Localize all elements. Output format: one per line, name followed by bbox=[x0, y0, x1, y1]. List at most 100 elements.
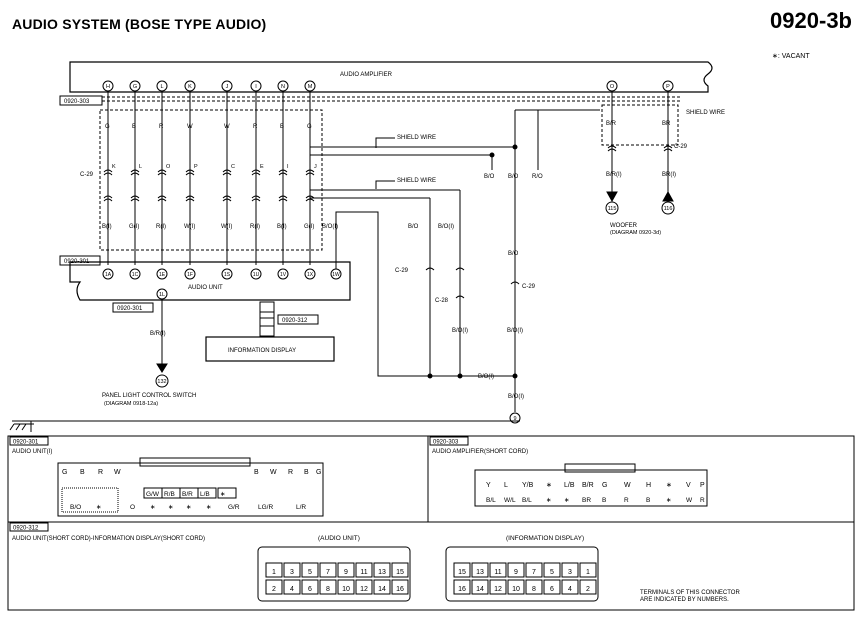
pin-cell bbox=[337, 579, 355, 595]
terminals-note: ARE INDICATED BY NUMBERS. bbox=[640, 597, 729, 603]
unit-terminal-label: 1W bbox=[332, 272, 340, 278]
pin-number: 16 bbox=[396, 586, 404, 593]
info-connector bbox=[259, 301, 275, 337]
lower-wire-label: B/O(I) bbox=[322, 224, 338, 230]
pin-label: P bbox=[700, 482, 705, 489]
pin-cell bbox=[283, 579, 301, 595]
shield-leader bbox=[375, 137, 395, 148]
connector-mark bbox=[222, 195, 232, 202]
right-wire-label: BR(I) bbox=[662, 172, 676, 178]
c29-pin-label: K bbox=[112, 164, 116, 170]
pin-label: W bbox=[270, 469, 277, 476]
connector-mark bbox=[130, 195, 140, 202]
amp-terminal-label: N bbox=[281, 84, 285, 90]
pin-label: B/R bbox=[182, 491, 193, 498]
information-display-box bbox=[205, 336, 335, 362]
pin-label: R bbox=[700, 497, 705, 504]
connector-mark bbox=[455, 295, 465, 299]
pin-label: ∗ bbox=[220, 491, 225, 498]
pin-label: R bbox=[98, 469, 103, 476]
pin-cell bbox=[337, 562, 355, 578]
pin-cell bbox=[489, 562, 507, 578]
hatched-area bbox=[61, 487, 119, 513]
c29-label: C-29 bbox=[522, 284, 536, 290]
pin-cell bbox=[265, 579, 283, 595]
unit-terminal-1U bbox=[250, 268, 262, 280]
woofer-arrow bbox=[606, 191, 618, 203]
shield-wire-label: SHIELD WIRE bbox=[397, 135, 436, 141]
connector-mark bbox=[425, 267, 465, 271]
connector-ref: 0920-303 bbox=[433, 440, 459, 446]
wire-color-label: B bbox=[132, 124, 136, 130]
pin-label: ∗ bbox=[168, 504, 173, 511]
audio-amplifier-body bbox=[69, 61, 713, 93]
unit-ref-box bbox=[59, 255, 101, 266]
amplifier-connector bbox=[474, 469, 708, 507]
amp-terminal-label: P bbox=[666, 84, 670, 90]
pin-cell bbox=[301, 562, 319, 578]
unit-terminal-1V bbox=[277, 268, 289, 280]
pin-number: 10 bbox=[512, 586, 520, 593]
unit-terminal-1A bbox=[102, 268, 114, 280]
c29-pin-label: I bbox=[287, 164, 289, 170]
connector-mark bbox=[305, 169, 315, 176]
pin-cell bbox=[489, 579, 507, 595]
connector-mark bbox=[130, 169, 140, 176]
woofer-node-label: 116 bbox=[664, 206, 673, 212]
pin-label: G bbox=[62, 469, 67, 476]
junction bbox=[457, 373, 463, 379]
bo-label: B/O(I) bbox=[438, 224, 454, 230]
connector-title: AUDIO UNIT(I) bbox=[12, 449, 52, 455]
connector-mark bbox=[663, 145, 673, 152]
amp-terminal-label: K bbox=[188, 84, 192, 90]
pin-label: V bbox=[686, 482, 691, 489]
connector-mark bbox=[185, 195, 195, 202]
bo-label: B/O(I) bbox=[507, 328, 523, 334]
diagram-code: 0920-3b bbox=[770, 8, 852, 33]
pin-label: W bbox=[624, 482, 631, 489]
pin-cell bbox=[543, 562, 561, 578]
pin-label: ∗ bbox=[546, 482, 552, 489]
pin-label: B bbox=[80, 469, 85, 476]
pin-number: 9 bbox=[344, 569, 348, 576]
connector-mark bbox=[278, 195, 288, 202]
audio-unit-short-cord-body bbox=[257, 546, 411, 602]
bo-label: B/O(I) bbox=[508, 394, 524, 400]
audio-amplifier-label: AUDIO AMPLIFIER bbox=[340, 72, 393, 78]
pin-label: G/R bbox=[228, 504, 240, 511]
pin-label: B/L bbox=[522, 497, 532, 504]
pin-label: LG/R bbox=[258, 504, 273, 511]
unit-terminal-label: 1F bbox=[187, 272, 193, 278]
connector-mark bbox=[157, 169, 167, 176]
woofer-label: WOOFER bbox=[610, 223, 638, 229]
pin-number: 16 bbox=[458, 586, 466, 593]
c29-label: C-29 bbox=[674, 144, 688, 150]
pin-label: B bbox=[646, 497, 650, 504]
c29-label: C-29 bbox=[80, 172, 94, 178]
connector-mark bbox=[251, 169, 261, 176]
pin-cell bbox=[373, 562, 391, 578]
wire-color-label: G bbox=[105, 124, 110, 130]
bo-label: B/O(I) bbox=[478, 374, 494, 380]
pin-label: B bbox=[304, 469, 309, 476]
pin-cell bbox=[561, 579, 579, 595]
pin-number: 11 bbox=[360, 569, 367, 576]
unit-terminal-label: 1C bbox=[132, 272, 139, 278]
bo-label: R/O bbox=[532, 174, 543, 180]
pin-label: W bbox=[686, 497, 693, 504]
pin-cell bbox=[373, 579, 391, 595]
pin-number: 6 bbox=[550, 586, 554, 593]
connector-mark bbox=[185, 169, 195, 176]
unit-terminal-label: 1V bbox=[280, 272, 287, 278]
shield-dashed bbox=[601, 104, 679, 146]
right-wire-label: B/R(I) bbox=[606, 172, 622, 178]
connector-panel bbox=[7, 435, 855, 611]
ground-node bbox=[509, 412, 521, 424]
panel-arrow bbox=[156, 363, 168, 373]
pin-cell bbox=[197, 487, 217, 499]
connector-mark bbox=[103, 169, 113, 176]
c29-pin-label: P bbox=[194, 164, 198, 170]
pin-label: ∗ bbox=[666, 497, 671, 504]
shield-wire-label: SHIELD WIRE bbox=[686, 110, 725, 116]
wire-color-label: W bbox=[224, 124, 230, 130]
